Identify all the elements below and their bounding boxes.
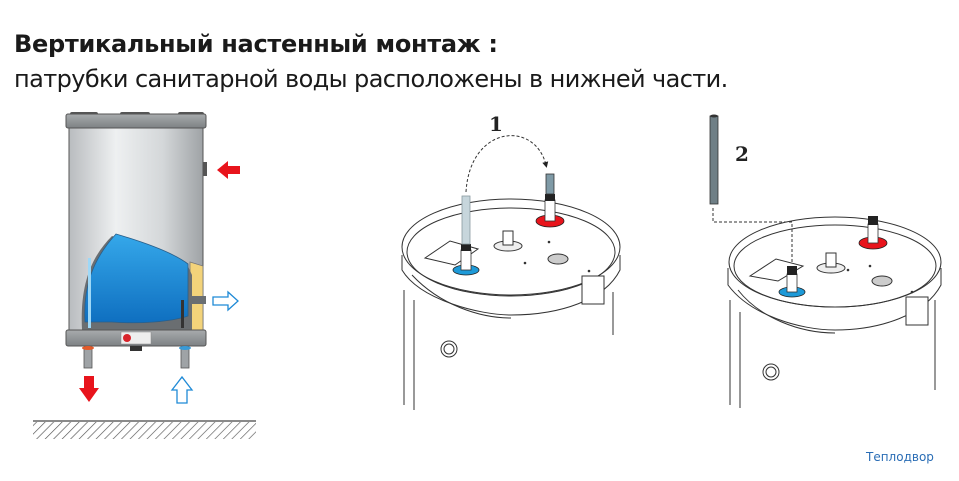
watermark: Теплодвор [866, 450, 934, 464]
cold-water-inlet-arrow-icon [170, 375, 194, 404]
step1-transfer-arrow [465, 135, 549, 193]
step2-cold-port [778, 266, 806, 298]
step1-hot-port [535, 173, 565, 228]
step1-cold-port [452, 195, 480, 276]
step1-label: 1 [489, 112, 503, 136]
hot-water-inlet-arrow-icon [217, 161, 240, 179]
step1-diagram [401, 198, 621, 410]
step2-label: 2 [735, 142, 749, 166]
cold-outlet-arrow-icon [212, 290, 239, 312]
heater-side-view [65, 112, 207, 369]
floor-hatch [33, 420, 256, 439]
step2-diagram [727, 216, 942, 408]
hot-water-outlet-arrow-icon [79, 376, 99, 402]
step2-hot-port [858, 216, 888, 250]
step2-insert-path [712, 208, 793, 262]
page-subtitle: патрубки санитарной воды расположены в н… [14, 65, 728, 93]
page-title: Вертикальный настенный монтаж : [14, 30, 498, 58]
step2-anode-rod [709, 114, 719, 205]
